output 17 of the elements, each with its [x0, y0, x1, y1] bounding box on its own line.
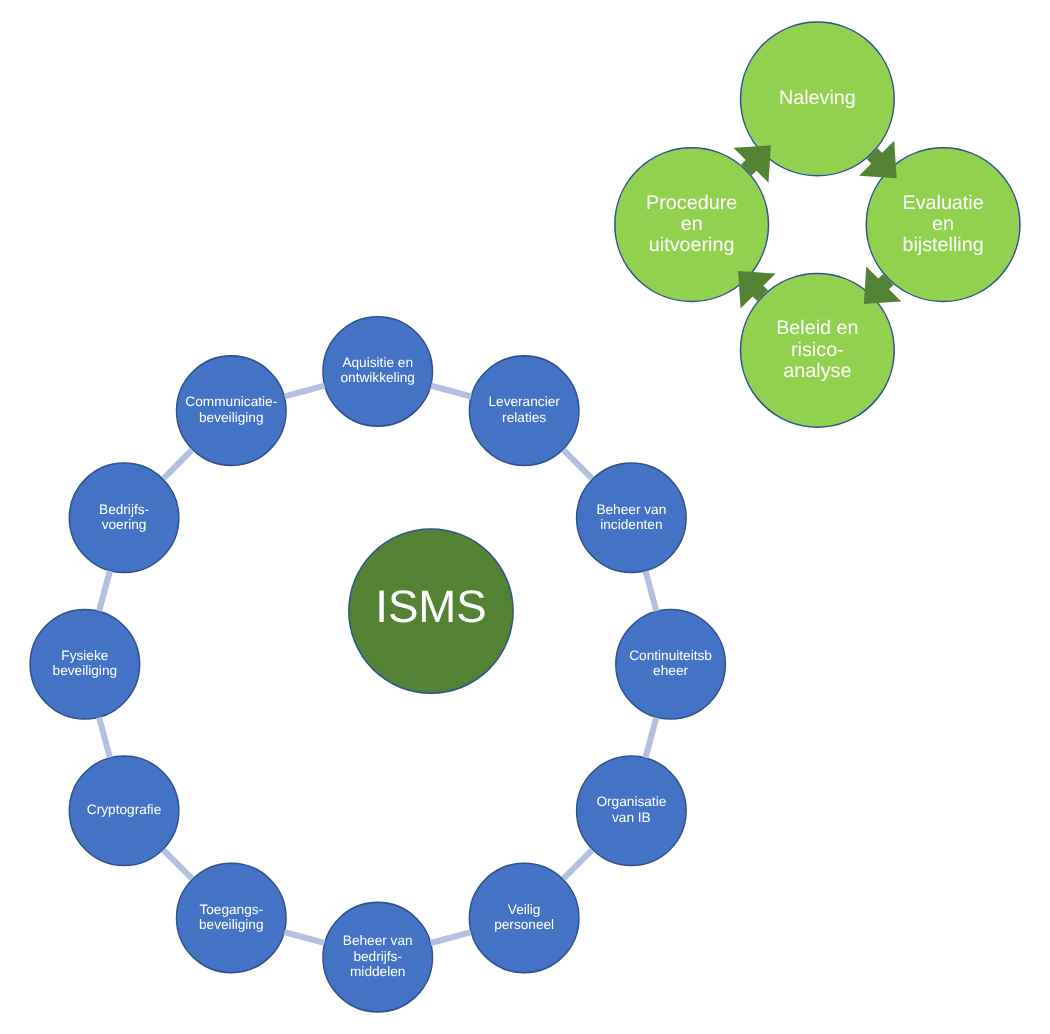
- connector: [96, 716, 113, 759]
- connector: [283, 929, 326, 946]
- connector: [642, 716, 660, 759]
- connector: [429, 929, 472, 946]
- connector: [96, 570, 113, 612]
- node-circle: ISMS: [348, 528, 514, 694]
- arrow: [859, 140, 897, 179]
- arrow: [733, 145, 771, 183]
- connector: [430, 382, 472, 400]
- connector: [161, 847, 195, 881]
- connector: [561, 847, 595, 881]
- connector: [283, 382, 326, 400]
- connector: [161, 447, 195, 481]
- arrow: [863, 266, 902, 304]
- arrow: [738, 271, 776, 309]
- connector: [642, 570, 660, 613]
- connector: [561, 447, 595, 481]
